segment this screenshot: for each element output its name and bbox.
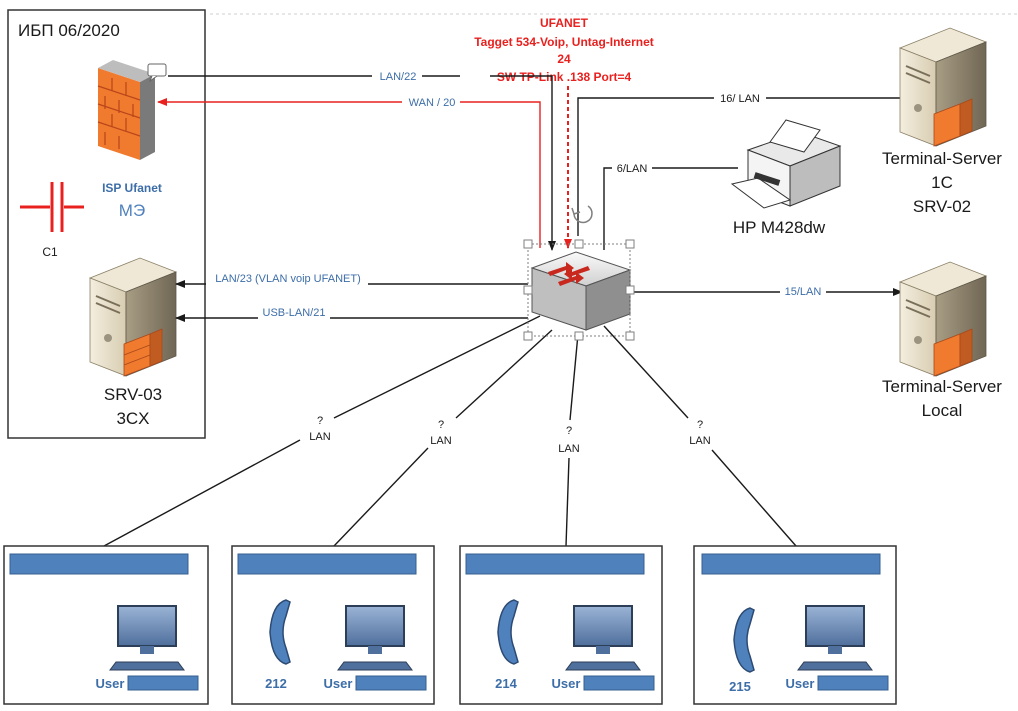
printer-label: HP M428dw — [733, 218, 826, 237]
phone-215-label: 215 — [729, 679, 751, 694]
server-srv03-icon — [88, 257, 178, 377]
link-user4-c — [711, 449, 797, 547]
link-user2-b — [333, 447, 429, 547]
computer-icon-1 — [109, 605, 185, 671]
capacitor-icon — [20, 182, 84, 232]
user4-id-field[interactable] — [817, 675, 889, 691]
link-lan22-c — [490, 75, 556, 251]
rotate-handle-icon[interactable] — [571, 205, 593, 224]
user2-name-field[interactable] — [237, 553, 417, 575]
tslocal-line2: Local — [922, 401, 963, 420]
user3-lan-label: LAN — [558, 443, 579, 455]
server-local-icon — [898, 261, 988, 377]
user3-id-field[interactable] — [583, 675, 655, 691]
uplink-line4: SW TP-Link .138 Port=4 — [497, 70, 632, 84]
link-lan6-a — [603, 167, 612, 250]
user1-q-label: ? — [317, 415, 323, 427]
link-wan20-a — [460, 101, 541, 248]
user4-name-field[interactable] — [701, 553, 881, 575]
link-user3-a — [569, 333, 579, 421]
comment-bubble-icon — [147, 63, 167, 83]
ups-title: ИБП 06/2020 — [18, 21, 120, 40]
link-lan16-a — [577, 97, 714, 236]
firewall-icon — [97, 60, 155, 160]
srv03-sub-label: 3CX — [116, 409, 149, 428]
user2-lan-label: LAN — [430, 435, 451, 447]
tslocal-line1: Terminal-Server — [882, 377, 1002, 396]
phone-icon-4 — [733, 607, 755, 673]
user1-lan-label: LAN — [309, 431, 330, 443]
phone-212-label: 212 — [265, 676, 287, 691]
link-user1-b — [103, 439, 301, 547]
srv03-label: SRV-03 — [104, 385, 162, 404]
link-user1-a — [333, 315, 541, 419]
link-user4-a — [603, 325, 689, 419]
user4-label: User — [786, 676, 815, 691]
computer-icon-4 — [797, 605, 873, 671]
ts1c-line2: 1C — [931, 173, 953, 192]
user1-name-field[interactable] — [9, 553, 189, 575]
user1-id-field[interactable] — [127, 675, 199, 691]
ts1c-line3: SRV-02 — [913, 197, 971, 216]
link-user4-b — [565, 457, 570, 547]
wan20-label: WAN / 20 — [409, 97, 456, 109]
lan22-label: LAN/22 — [380, 71, 417, 83]
capacitor-label: C1 — [42, 245, 58, 259]
user3-label: User — [552, 676, 581, 691]
user2-q-label: ? — [438, 419, 444, 431]
user2-id-field[interactable] — [355, 675, 427, 691]
user1-label: User — [96, 676, 125, 691]
usb21-label: USB-LAN/21 — [263, 307, 326, 319]
switch-icon[interactable] — [530, 251, 632, 331]
server-srv02-icon — [898, 27, 988, 147]
selection-frame — [523, 239, 635, 341]
user4-q-label: ? — [697, 419, 703, 431]
lan6-label: 6/LAN — [617, 163, 648, 175]
printer-icon — [730, 119, 842, 209]
user4-lan-label: LAN — [689, 435, 710, 447]
isp-sub-label: МЭ — [119, 201, 145, 220]
ts1c-line1: Terminal-Server — [882, 149, 1002, 168]
uplink-line2: Tagget 534-Voip, Untag-Internet — [474, 35, 654, 49]
phone-214-label: 214 — [495, 676, 517, 691]
user3-name-field[interactable] — [465, 553, 645, 575]
lan16-label: 16/ LAN — [720, 93, 760, 105]
user3-q-label: ? — [566, 425, 572, 437]
user2-label: User — [324, 676, 353, 691]
lan15-label: 15/LAN — [785, 286, 822, 298]
computer-icon-2 — [337, 605, 413, 671]
phone-icon-2 — [269, 599, 291, 665]
uplink-line1: UFANET — [540, 16, 589, 30]
link-user2-a — [455, 329, 553, 419]
ups-frame — [7, 9, 206, 439]
isp-label: ISP Ufanet — [102, 181, 162, 195]
phone-icon-3 — [497, 599, 519, 665]
lan23-label: LAN/23 (VLAN voip UFANET) — [215, 273, 361, 285]
computer-icon-3 — [565, 605, 641, 671]
uplink-line3: 24 — [557, 52, 571, 66]
